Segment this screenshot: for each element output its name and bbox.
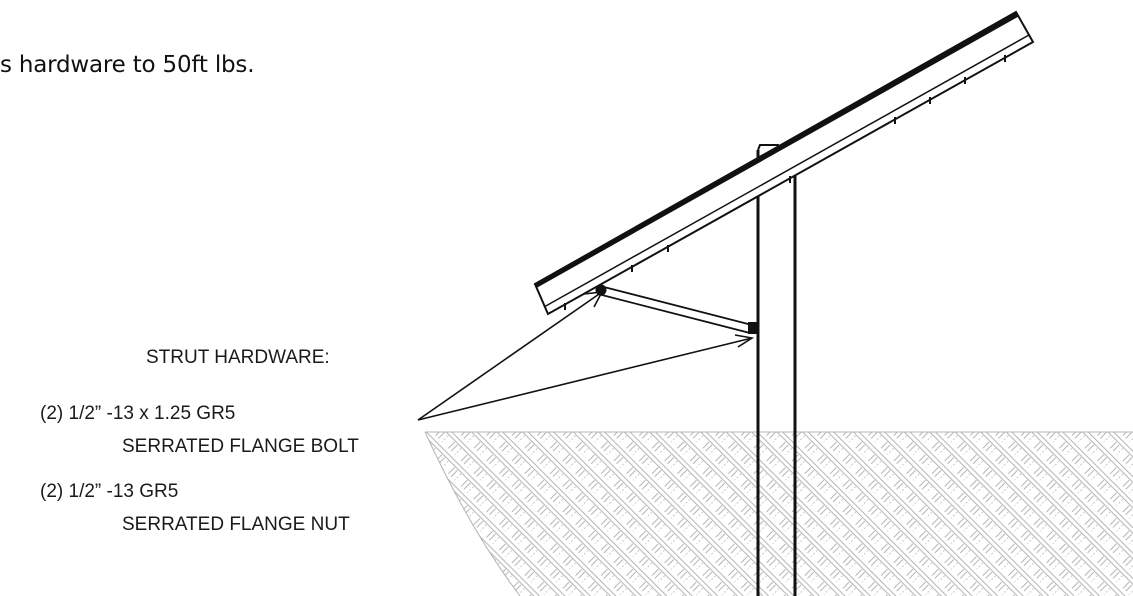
nut-qty-spec: (2) 1/2” -13 GR5 [40, 481, 179, 502]
tilted-rail [533, 10, 1035, 316]
bolt-qty-spec: (2) 1/2” -13 x 1.25 GR5 [40, 403, 236, 424]
nut-description: SERRATED FLANGE NUT [122, 514, 350, 535]
bolt-description: SERRATED FLANGE BOLT [122, 436, 359, 457]
ground [424, 431, 1133, 596]
leader-arrows [417, 291, 755, 421]
callout-title: STRUT HARDWARE: [146, 347, 330, 368]
rail-ticks [564, 55, 1006, 310]
instruction-heading: s hardware to 50ft lbs. [0, 52, 255, 78]
strut-brace [595, 284, 758, 335]
